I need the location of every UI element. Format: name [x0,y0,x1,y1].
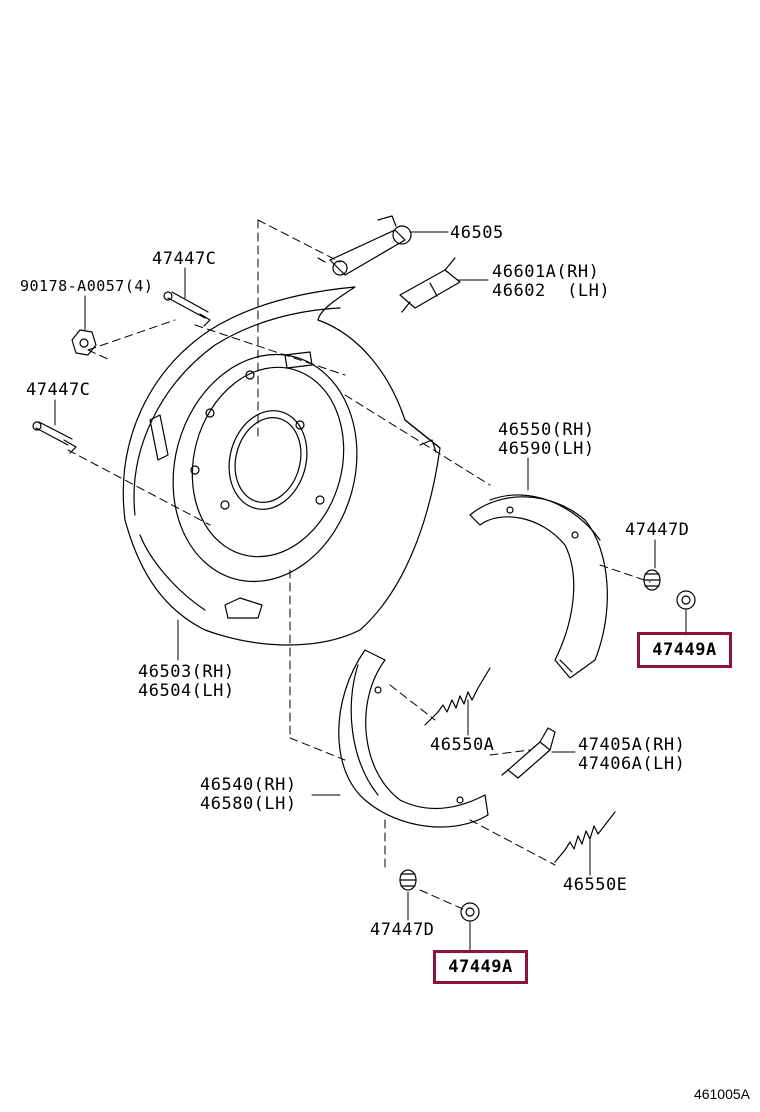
label-46601a: 46601A(RH) [492,262,600,282]
hex-nut [72,330,96,355]
highlight-47449a-bottom[interactable]: 47449A [433,950,528,984]
label-46602: 46602 (LH) [492,281,611,301]
spring-cup-right [644,570,660,590]
spring-46550e [555,812,615,862]
highlight-47449a-right[interactable]: 47449A [637,632,732,668]
adjuster-screw [502,728,555,778]
spring-cup-bottom [400,870,416,890]
shoe-adjuster [400,258,460,312]
shoe-strut [318,216,411,275]
retainer-right [677,591,695,609]
retainer-bottom [461,903,479,921]
label-46503: 46503(RH) [138,662,235,682]
bolt-top [164,292,210,326]
leader-lines [55,232,686,950]
spring-46550a [425,668,490,725]
assembly-center-lines [68,220,650,910]
upper-brake-shoe [470,495,607,678]
label-46590: 46590(LH) [498,439,595,459]
label-47405a: 47405A(RH) [578,735,686,755]
label-47447c-top: 47447C [152,249,217,269]
diagram-code: 461005A [693,1086,750,1102]
label-47447d-bottom: 47447D [370,920,435,940]
label-46504: 46504(LH) [138,681,235,701]
label-46580: 46580(LH) [200,794,297,814]
label-46550: 46550(RH) [498,420,595,440]
label-90178: 90178-A0057(4) [20,277,154,295]
label-46550e: 46550E [563,875,628,895]
label-47406a: 47406A(LH) [578,754,686,774]
label-46505: 46505 [450,223,504,243]
backing-plate [123,287,440,645]
lower-brake-shoe [339,650,488,827]
label-46550a: 46550A [430,735,495,755]
label-46540: 46540(RH) [200,775,297,795]
bolt-left [33,422,76,453]
label-47447c-left: 47447C [26,380,91,400]
label-47447d-right: 47447D [625,520,690,540]
